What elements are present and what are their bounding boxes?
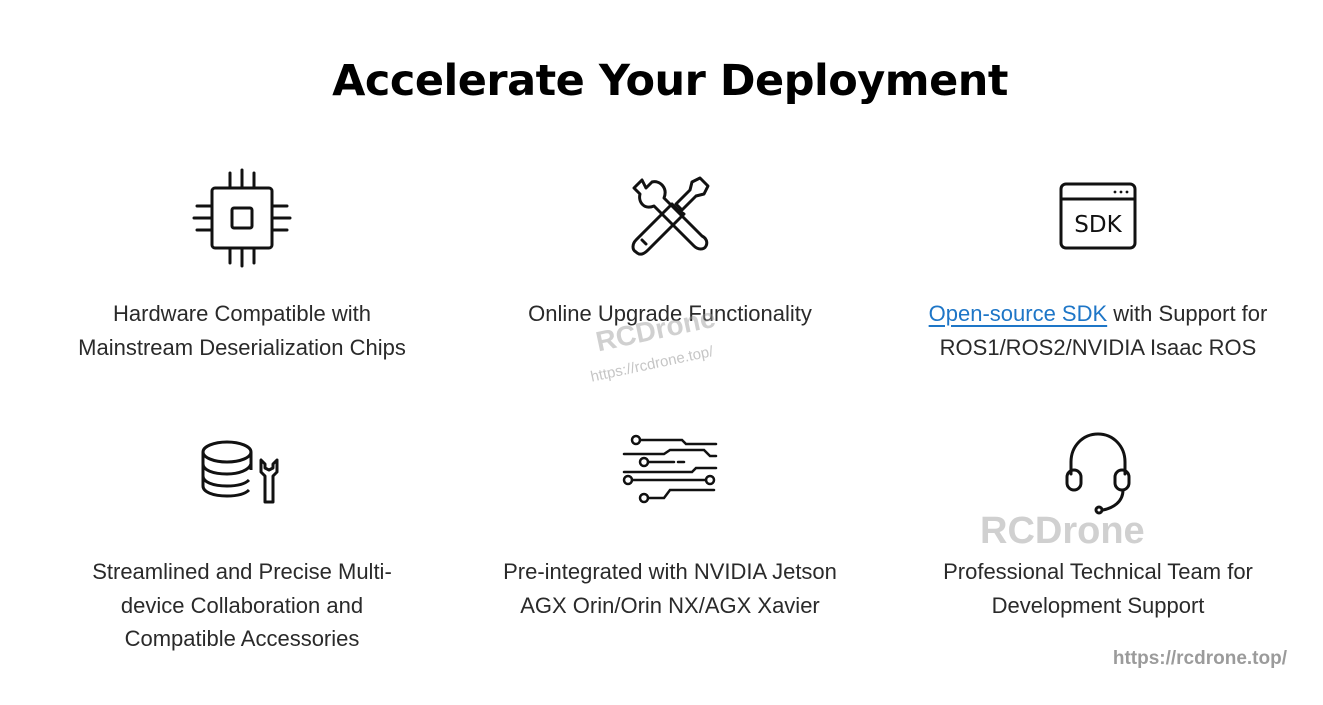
- database-wrench-icon: [199, 440, 285, 506]
- watermark-url: https://rcdrone.top/: [589, 342, 715, 386]
- feature-text: Professional Technical Team for Developm…: [943, 559, 1253, 618]
- headset-icon: [1063, 432, 1133, 516]
- feature-text: Streamlined and Precise Multi- device Co…: [92, 559, 392, 651]
- sdk-window-icon: SDK: [1059, 182, 1137, 250]
- feature-text: Online Upgrade Functionality: [528, 301, 812, 326]
- feature-text: Open-source SDK with Support for ROS1/RO…: [928, 301, 1268, 360]
- chip-icon: [192, 168, 292, 268]
- watermark-brand: RCDrone: [980, 510, 1145, 552]
- watermark-url: https://rcdrone.top/: [1112, 648, 1287, 669]
- sdk-icon-label: SDK: [1074, 212, 1122, 238]
- open-source-sdk-link[interactable]: Open-source SDK: [928, 301, 1108, 326]
- tools-icon: [628, 174, 712, 258]
- page-title: Accelerate Your Deployment: [332, 56, 1008, 106]
- circuit-traces-icon: [622, 434, 718, 506]
- feature-text-rest: with Support for: [1107, 301, 1268, 326]
- feature-text: Pre-integrated with NVIDIA Jetson AGX Or…: [503, 559, 837, 618]
- feature-text: Hardware Compatible with Mainstream Dese…: [78, 301, 406, 360]
